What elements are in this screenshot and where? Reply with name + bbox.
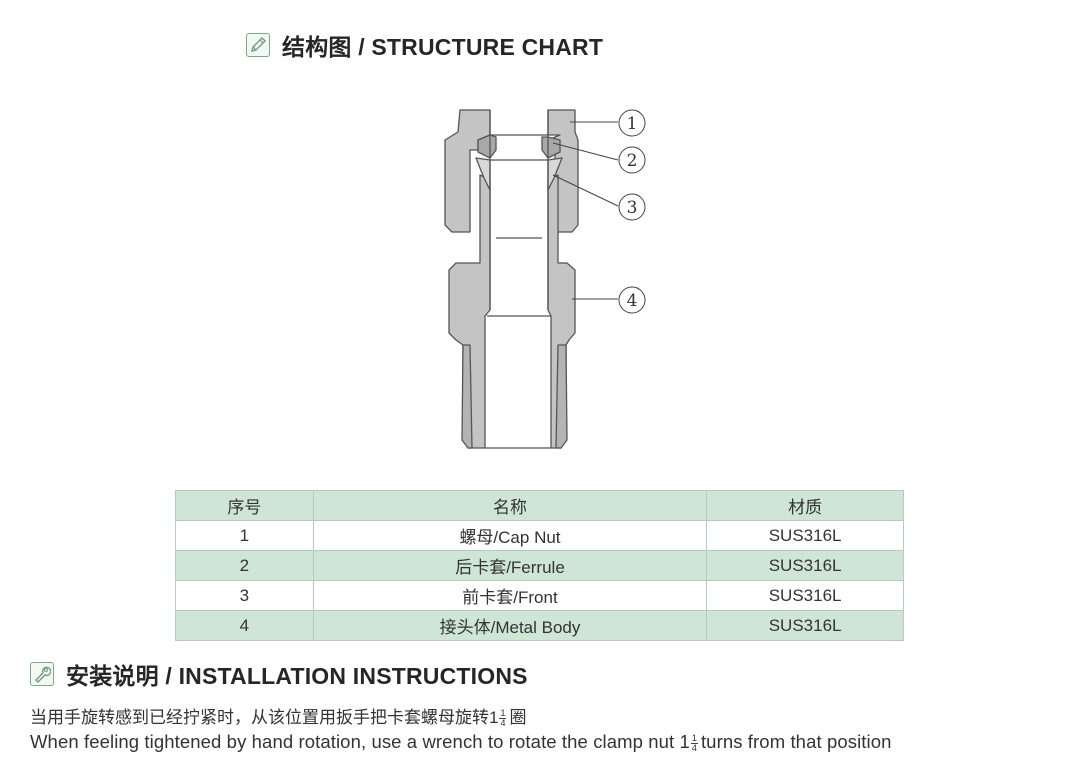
header-name: 名称	[312, 490, 708, 521]
wrench-icon	[30, 662, 54, 686]
back-ferrule-left	[477, 134, 497, 159]
row-name: 接头体/Metal Body	[312, 610, 708, 641]
row-number: 3	[175, 580, 314, 611]
row-name: 后卡套/Ferrule	[312, 550, 708, 581]
installation-title: 安装说明 / INSTALLATION INSTRUCTIONS	[66, 663, 528, 689]
callout-3: 3	[627, 198, 638, 218]
callout-2: 2	[627, 151, 638, 171]
callout-1: 1	[627, 114, 638, 134]
row-material: SUS316L	[706, 580, 904, 611]
callout-4: 4	[627, 291, 638, 311]
row-material: SUS316L	[706, 550, 904, 581]
row-name: 前卡套/Front	[312, 580, 708, 611]
table-header-row: 序号 名称 材质	[175, 490, 904, 521]
structure-chart-heading: 结构图 / STRUCTURE CHART	[246, 28, 603, 62]
pencil-icon	[246, 33, 270, 57]
table-row: 4 接头体/Metal Body SUS316L	[175, 610, 904, 641]
row-material: SUS316L	[706, 610, 904, 641]
header-number: 序号	[175, 490, 314, 521]
instruction-english: When feeling tightened by hand rotation,…	[30, 731, 892, 753]
row-number: 4	[175, 610, 314, 641]
structure-chart-title: 结构图 / STRUCTURE CHART	[282, 34, 604, 60]
installation-heading: 安装说明 / INSTALLATION INSTRUCTIONS	[30, 657, 528, 691]
row-number: 1	[175, 520, 314, 551]
parts-table: 序号 名称 材质 1 螺母/Cap Nut SUS316L 2 后卡套/Ferr…	[175, 490, 904, 641]
row-name: 螺母/Cap Nut	[312, 520, 708, 551]
table-row: 3 前卡套/Front SUS316L	[175, 580, 904, 611]
row-number: 2	[175, 550, 314, 581]
table-row: 2 后卡套/Ferrule SUS316L	[175, 550, 904, 581]
table-row: 1 螺母/Cap Nut SUS316L	[175, 520, 904, 551]
row-material: SUS316L	[706, 520, 904, 551]
fitting-cross-section-diagram: 1 2 3 4	[444, 109, 646, 449]
body-right	[547, 174, 576, 449]
header-material: 材质	[706, 490, 904, 521]
